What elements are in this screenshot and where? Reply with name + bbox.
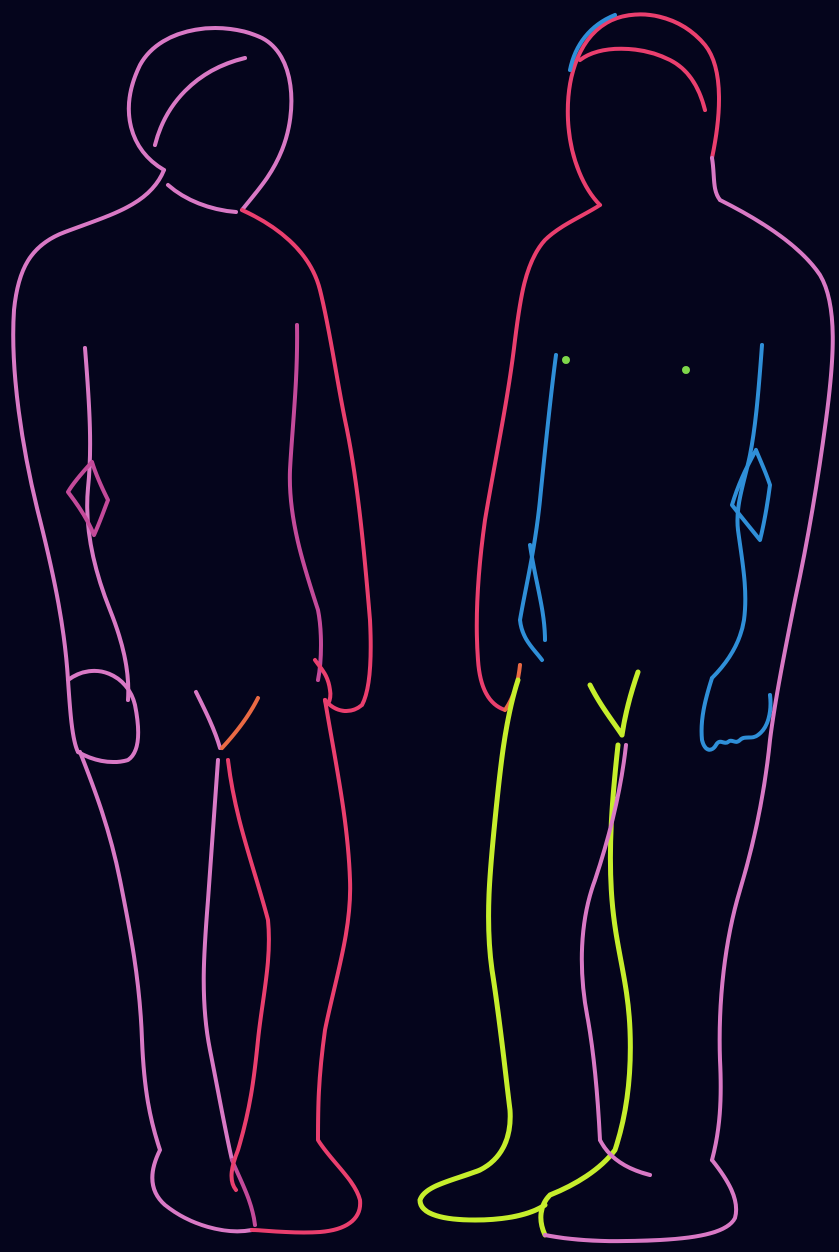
left-chin <box>168 185 236 212</box>
left-figure-crotch-left <box>196 692 220 748</box>
left-figure-crotch-right <box>222 698 258 748</box>
left-figure-inner-left-arm <box>85 348 128 700</box>
right-figure-inner-left-arm <box>520 355 556 660</box>
left-hair-line <box>155 58 245 145</box>
left-head-outline <box>129 28 292 210</box>
left-figure-left-leg-inner <box>204 760 232 1160</box>
right-figure-nipple-left <box>562 356 570 364</box>
right-figure-right-hand <box>702 678 771 750</box>
left-figure <box>13 28 370 1232</box>
right-head-outline <box>568 14 719 205</box>
right-figure-outer-right-side <box>712 200 833 1160</box>
right-figure <box>420 14 833 1241</box>
right-figure-left-leg-outer <box>420 680 545 1220</box>
left-figure-right-leg-inner <box>228 760 269 1190</box>
left-figure-right-hand <box>315 660 330 704</box>
left-figure-outer-right-side <box>242 210 371 711</box>
left-figure-left-foot <box>232 1160 255 1225</box>
left-figure-inner-right-arm <box>290 325 321 680</box>
right-hair-inner <box>580 49 705 110</box>
right-figure-outer-left-side <box>477 205 600 710</box>
right-figure-crotch-right <box>622 672 638 735</box>
right-neck-right <box>712 158 720 200</box>
right-figure-nipple-right <box>682 366 690 374</box>
right-figure-crotch-left <box>590 685 622 735</box>
right-figure-inner-left-arm-2 <box>530 545 545 640</box>
left-figure-left-leg-outer <box>80 752 252 1231</box>
